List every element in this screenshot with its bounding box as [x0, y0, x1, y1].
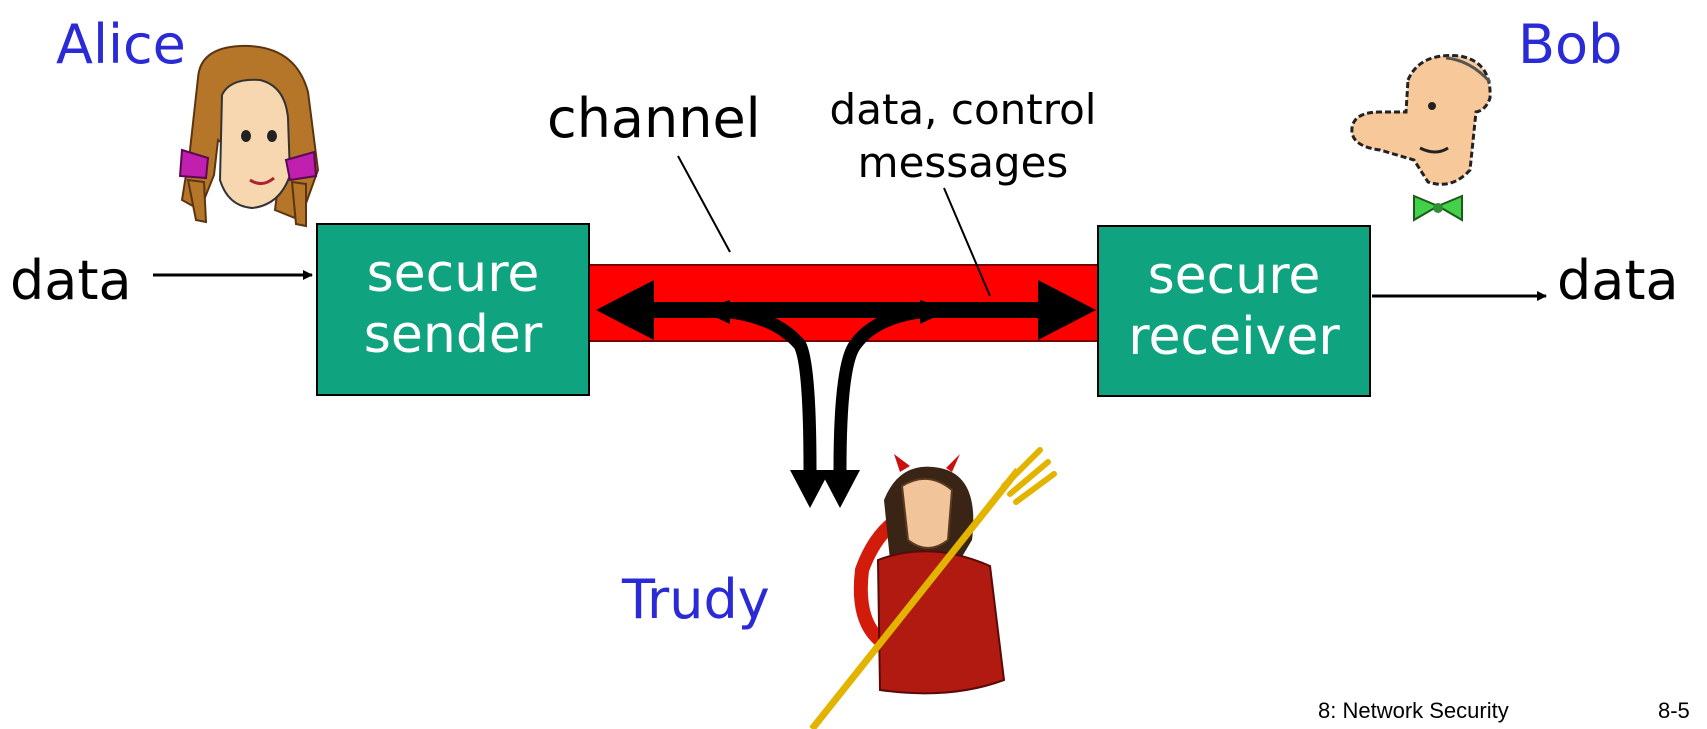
messages-label-line2: messages — [857, 137, 1069, 187]
data-in-label: data — [10, 249, 132, 312]
trudy-label: Trudy — [622, 568, 770, 631]
bob-illustration — [1350, 54, 1492, 222]
messages-leader-line — [943, 187, 991, 297]
secure-sender-line1: secure — [366, 244, 540, 304]
secure-receiver-line2: receiver — [1128, 307, 1340, 368]
secure-receiver-line1: secure — [1147, 246, 1321, 306]
messages-label: data, control messages — [808, 84, 1118, 189]
secure-receiver-box — [1097, 225, 1371, 397]
trudy-illustration — [809, 447, 1057, 729]
alice-label: Alice — [56, 13, 186, 76]
bob-label: Bob — [1518, 13, 1623, 76]
footer-course: 8: Network Security — [1318, 698, 1509, 723]
secure-sender-label: secure sender — [317, 244, 589, 367]
secure-receiver-label: secure receiver — [1098, 246, 1370, 369]
channel-label: channel — [547, 87, 761, 150]
secure-sender-line2: sender — [363, 305, 543, 366]
channel-leader-line — [677, 155, 731, 253]
footer-page: 8-5 — [1658, 698, 1690, 723]
alice-illustration — [178, 44, 320, 228]
intercept-arrows — [699, 303, 951, 471]
messages-label-line1: data, control — [829, 85, 1097, 134]
intercept-arrowheads — [700, 300, 950, 508]
secure-sender-box — [316, 223, 590, 396]
data-out-label: data — [1557, 249, 1679, 312]
